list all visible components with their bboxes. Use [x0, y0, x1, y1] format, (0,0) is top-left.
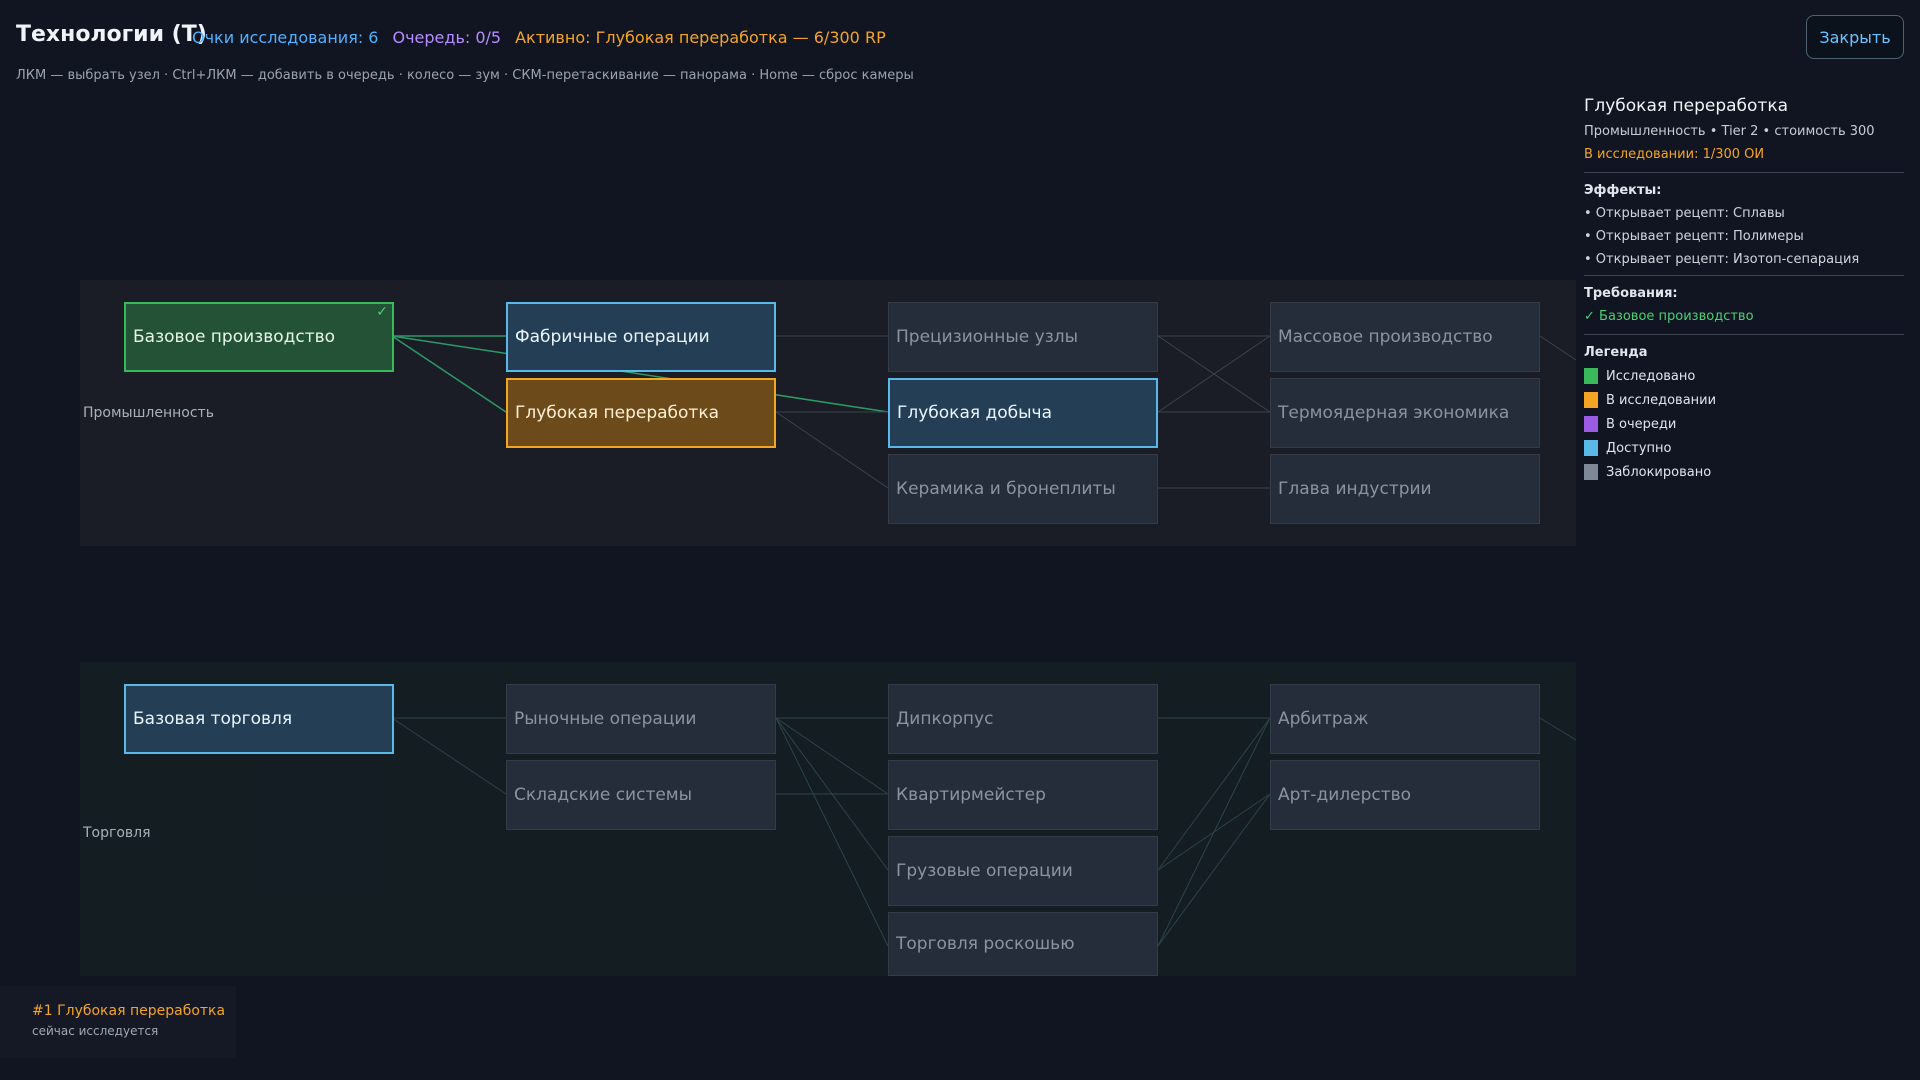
legend-text: В исследовании	[1606, 392, 1717, 408]
tech-node-label: Базовая торговля	[133, 709, 293, 729]
tech-details-panel: Глубокая переработка Промышленность • Ti…	[1584, 96, 1904, 488]
queue-count: Очередь: 0/5	[392, 28, 502, 47]
tech-node-label: Арт-дилерство	[1278, 785, 1412, 805]
tech-node-label: Рыночные операции	[514, 709, 697, 729]
tech-node-label: Складские системы	[514, 785, 693, 805]
tech-node-diplomatic-corps[interactable]: Дипкорпус	[888, 684, 1158, 754]
effect-item: • Открывает рецепт: Полимеры	[1584, 229, 1804, 244]
requirements-label: Требования:	[1584, 286, 1678, 301]
effect-item: • Открывает рецепт: Сплавы	[1584, 206, 1785, 221]
branch-label-trade: Торговля	[83, 825, 151, 841]
tech-node-label: Термоядерная экономика	[1278, 403, 1510, 423]
tech-node-precision-parts[interactable]: Прецизионные узлы	[888, 302, 1158, 372]
requirement-item: ✓ Базовое производство	[1584, 309, 1754, 324]
header-stats: Очки исследования: 6 Очередь: 0/5 Активн…	[192, 28, 886, 47]
legend-swatch	[1584, 440, 1598, 456]
tech-node-fusion-economy[interactable]: Термоядерная экономика	[1270, 378, 1540, 448]
tech-node-label: Арбитраж	[1278, 709, 1369, 729]
legend-text: Заблокировано	[1606, 464, 1712, 480]
effects-label: Эффекты:	[1584, 183, 1662, 198]
tech-node-industry-head[interactable]: Глава индустрии	[1270, 454, 1540, 524]
legend-text: В очереди	[1606, 416, 1677, 432]
divider	[1584, 334, 1904, 335]
tech-node-deep-mining[interactable]: Глубокая добыча	[888, 378, 1158, 448]
legend-text: Исследовано	[1606, 368, 1696, 384]
tech-node-basic-production[interactable]: Базовое производство ✓	[124, 302, 394, 372]
legend-researched: Исследовано	[1584, 368, 1904, 384]
tech-node-market-ops[interactable]: Рыночные операции	[506, 684, 776, 754]
legend-swatch	[1584, 464, 1598, 480]
legend-label: Легенда	[1584, 345, 1648, 360]
tech-node-quartermaster[interactable]: Квартирмейстер	[888, 760, 1158, 830]
effect-item: • Открывает рецепт: Изотоп-сепарация	[1584, 252, 1860, 267]
legend-locked: Заблокировано	[1584, 464, 1904, 480]
tech-node-label: Дипкорпус	[896, 709, 994, 729]
tech-node-basic-trade[interactable]: Базовая торговля	[124, 684, 394, 754]
legend-swatch	[1584, 368, 1598, 384]
details-status: В исследовании: 1/300 ОИ	[1584, 147, 1765, 162]
legend-swatch	[1584, 416, 1598, 432]
branch-label-industry: Промышленность	[83, 405, 214, 421]
tech-node-label: Керамика и бронеплиты	[896, 479, 1116, 499]
page-title: Технологии (Т)	[16, 22, 207, 47]
tech-node-warehouse[interactable]: Складские системы	[506, 760, 776, 830]
queue-item[interactable]: #1 Глубокая переработка	[32, 1003, 226, 1019]
close-button[interactable]: Закрыть	[1806, 15, 1904, 59]
research-points: Очки исследования: 6	[192, 28, 379, 47]
tech-node-arbitrage[interactable]: Арбитраж	[1270, 684, 1540, 754]
tech-node-label: Массовое производство	[1278, 327, 1493, 347]
tech-node-label: Глубокая переработка	[515, 403, 719, 423]
tech-node-factory-ops[interactable]: Фабричные операции	[506, 302, 776, 372]
legend-text: Доступно	[1606, 440, 1672, 456]
legend-available: Доступно	[1584, 440, 1904, 456]
active-research: Активно: Глубокая переработка — 6/300 RP	[515, 28, 886, 47]
tech-node-art-dealing[interactable]: Арт-дилерство	[1270, 760, 1540, 830]
details-meta: Промышленность • Tier 2 • стоимость 300	[1584, 124, 1875, 139]
legend-queued: В очереди	[1584, 416, 1904, 432]
tech-node-mass-production[interactable]: Массовое производство	[1270, 302, 1540, 372]
tech-node-label: Квартирмейстер	[896, 785, 1046, 805]
tech-node-label: Торговля роскошью	[896, 934, 1075, 954]
tech-node-luxury-trade[interactable]: Торговля роскошью	[888, 912, 1158, 976]
tech-node-cargo-ops[interactable]: Грузовые операции	[888, 836, 1158, 906]
tech-node-ceramics[interactable]: Керамика и бронеплиты	[888, 454, 1158, 524]
divider	[1584, 172, 1904, 173]
controls-hint: ЛКМ — выбрать узел · Ctrl+ЛКМ — добавить…	[16, 68, 914, 83]
legend-in-progress: В исследовании	[1584, 392, 1904, 408]
tech-node-deep-processing[interactable]: Глубокая переработка	[506, 378, 776, 448]
tech-node-label: Фабричные операции	[515, 327, 710, 347]
check-icon: ✓	[376, 304, 388, 320]
tech-node-label: Грузовые операции	[896, 861, 1073, 881]
tech-node-label: Прецизионные узлы	[896, 327, 1079, 347]
details-title: Глубокая переработка	[1584, 96, 1788, 116]
queue-item-status: сейчас исследуется	[32, 1024, 159, 1038]
tech-node-label: Базовое производство	[133, 327, 336, 347]
tech-node-label: Глубокая добыча	[897, 403, 1053, 423]
divider	[1584, 275, 1904, 276]
research-queue-panel	[0, 986, 236, 1058]
tech-node-label: Глава индустрии	[1278, 479, 1432, 499]
legend-swatch	[1584, 392, 1598, 408]
